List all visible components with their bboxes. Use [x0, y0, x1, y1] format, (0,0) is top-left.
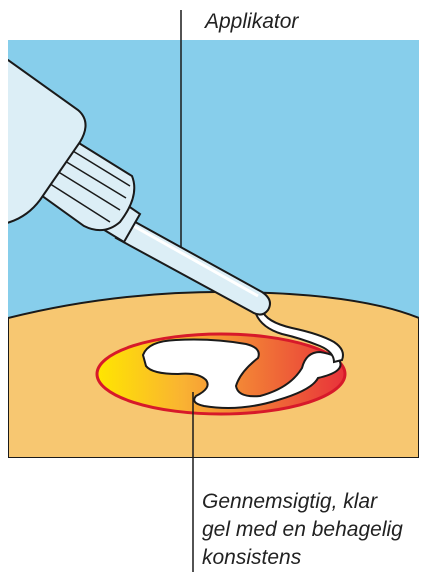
applicator-label: Applikator	[205, 10, 298, 34]
gel-label-line-3: konsistens	[202, 544, 403, 572]
gel-label: Gennemsigtig, klar gel med en behagelig …	[202, 488, 403, 572]
gel-label-line-2: gel med en behagelig	[202, 516, 403, 544]
gel-label-line-1: Gennemsigtig, klar	[202, 488, 403, 516]
